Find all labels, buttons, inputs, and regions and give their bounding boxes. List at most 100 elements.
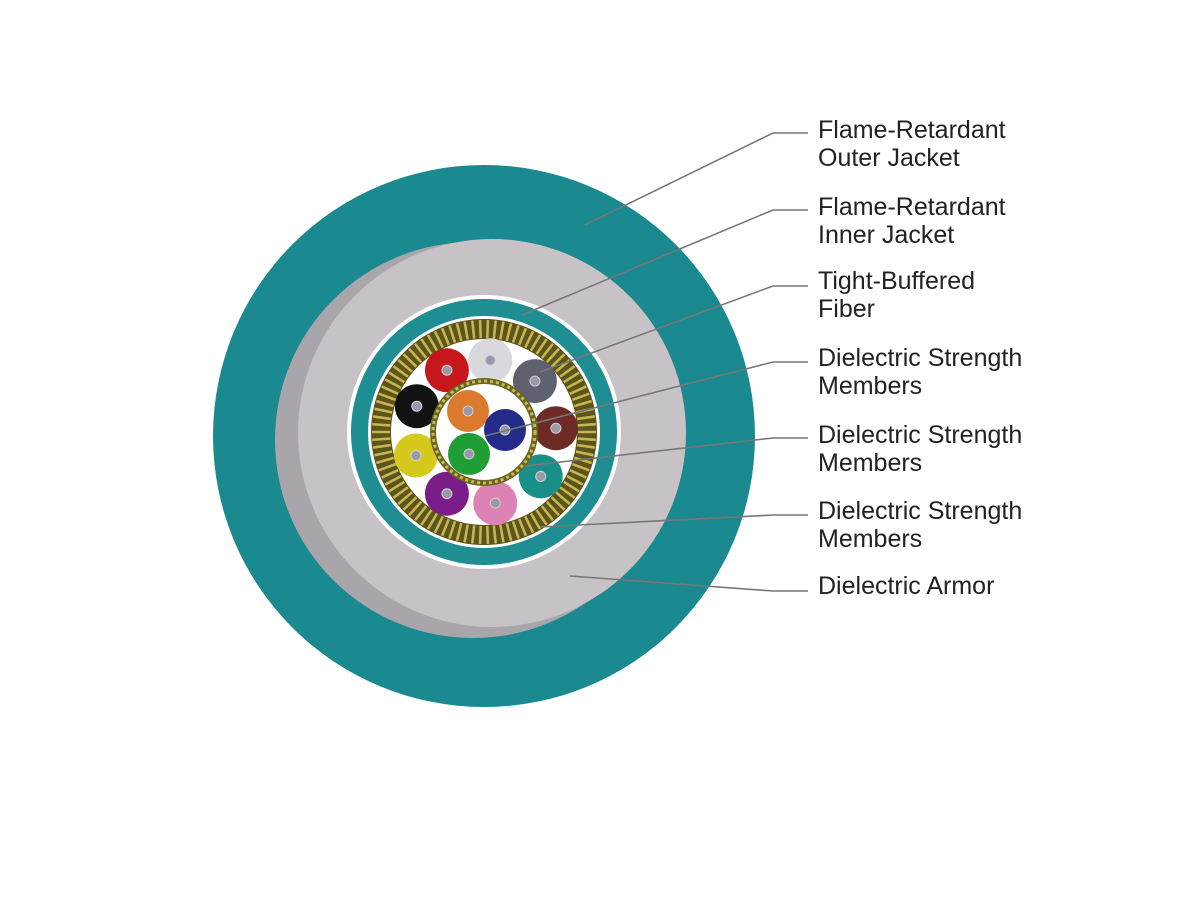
yarn-stripe [540,505,554,522]
yarn-stripe [505,323,513,342]
yarn-stripe [440,518,450,537]
yarn-stripe [535,338,548,355]
yarn-stripe [576,415,596,421]
yarn-stripe [372,422,391,427]
yarn-stripe [455,323,463,342]
yarn-stripe [492,525,498,544]
yarn-stripe [388,371,405,384]
yarn-stripe [545,500,560,517]
yarn-stripe [378,392,397,402]
yarn-stripe [559,365,576,378]
yarn-stripe [571,392,590,402]
label-tight-buffered-fiber: Tight-Buffered Fiber [818,267,975,323]
label-line: Dielectric Strength [818,421,1023,449]
yarn-stripe [397,359,413,373]
label-line: Dielectric Strength [818,344,1023,372]
yarn-stripe [511,520,520,539]
yarn-stripe [463,524,469,543]
fiber-orange-core [462,405,474,417]
label-line: Outer Jacket [818,144,960,172]
yarn-stripe [529,334,542,352]
yarn-stripe [485,320,490,339]
fiber-green-core [463,448,475,460]
yarn-stripe [384,474,402,486]
label-flame-retardant-outer-jacket: Flame-Retardant Outer Jacket [818,116,1006,172]
yarn-stripe [576,443,596,449]
label-line: Dielectric Armor [818,572,995,600]
label-line: Tight-Buffered [818,267,976,295]
inner-strength-member-dots [431,379,537,485]
yarn-stripe [372,415,392,421]
yarn-stripe [529,512,542,530]
yarn-stripe [535,509,548,526]
yarn-stripe [499,321,505,340]
yarn-stripe [540,342,554,359]
leader-line-3 [539,285,808,373]
fiber-white [468,338,513,383]
leader-lines [484,132,808,592]
label-dielectric-armor: Dielectric Armor [818,572,994,600]
fiber-green [448,433,490,475]
yarn-stripe [577,437,596,442]
yarn-stripe [374,450,393,457]
yarn-stripe [555,491,571,505]
label-line: Members [818,449,923,477]
yarn-stripe [550,353,566,368]
label-line: Members [818,372,923,400]
yarn-stripe [571,462,590,472]
leader-line-7 [569,575,808,592]
yarn-stripe [374,407,393,414]
yarn-stripe [485,525,490,544]
yarn-stripe [381,385,399,395]
yarn-stripe [408,347,423,364]
yarn-stripe [426,334,439,352]
leader-line-6 [539,514,808,528]
yarn-stripe [563,371,580,384]
yarn-stripe [524,330,535,349]
yarn-stripe [550,496,566,511]
yarn-stripe [414,505,428,522]
label-dielectric-strength-members-2: Dielectric Strength Members [818,421,1022,477]
yarn-stripe [392,486,409,499]
yarn-stripe [388,480,405,493]
fiber-violet [424,471,469,516]
fiber-yellow [393,433,438,478]
fiber-orange [447,390,489,432]
yarn-stripe [402,353,418,368]
label-line: Flame-Retardant [818,116,1006,144]
yarn-stripe [574,399,593,408]
yarn-stripe [575,450,594,457]
yarn-stripe [381,469,399,479]
fiber-slate-core [529,375,541,387]
label-line: Fiber [818,295,875,323]
yarn-stripes [372,320,596,544]
yarn-stripe [433,330,444,349]
label-line: Dielectric Strength [818,497,1023,525]
cable-cross-section [213,165,755,707]
label-flame-retardant-inner-jacket: Flame-Retardant Inner Jacket [818,193,1006,249]
fiber-blue [484,409,526,451]
yarn-stripe [569,469,587,479]
fiber-red [424,348,469,393]
yarn-stripe [375,456,394,465]
label-line: Flame-Retardant [818,193,1006,221]
yarn-stripe [448,325,457,344]
yarn-stripe [569,385,587,395]
yarn-stripe [511,325,520,344]
fiber-black [394,384,439,429]
yarn-stripe [384,378,402,390]
yarn-stripe [414,342,428,359]
yarn-stripe [478,320,483,339]
yarn-stripe [426,512,439,530]
yarn-stripe [518,327,528,346]
yarn-stripe [375,399,394,408]
yarn-stripe [524,515,535,534]
fiber-brown [533,406,578,451]
yarn-stripe [545,347,560,364]
yarn-stripe [392,365,409,378]
fiber-black-core [411,400,423,412]
label-dielectric-strength-members-1: Dielectric Strength Members [818,344,1022,400]
label-line: Members [818,525,923,553]
yarn-stripe [478,525,483,544]
